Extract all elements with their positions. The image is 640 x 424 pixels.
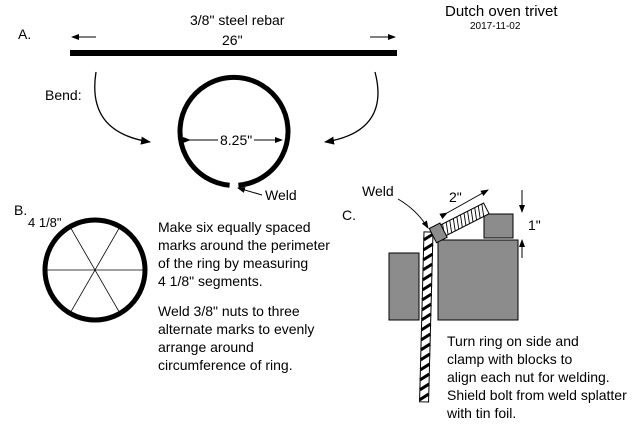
instruction-marks: Make six equally spaced marks around the… [158, 218, 330, 290]
rebar-ring [177, 74, 291, 188]
instruction-nuts: Weld 3/8" nuts to three alternate marks … [158, 302, 314, 374]
weld-pointer-c [397, 198, 429, 229]
instruction-clamp: Turn ring on side and clamp with blocks … [447, 332, 627, 422]
material-label: 3/8" steel rebar [190, 12, 285, 28]
instruction-line: alternate marks to evenly [158, 321, 315, 337]
bend-arrow-right [324, 71, 379, 145]
segment-length-label: 4 1/8" [28, 215, 62, 230]
bolt-length-arrow [439, 189, 489, 220]
page-date: 2017-11-02 [470, 21, 521, 32]
instruction-line: marks around the perimeter [158, 237, 330, 253]
instruction-line: Shield bolt from weld splatter [447, 387, 627, 403]
ring-spokes [45, 226, 145, 314]
weld-pointer-a [237, 187, 263, 196]
instruction-line: Make six equally spaced [158, 219, 311, 235]
ring-diameter-label: 8.25" [218, 132, 255, 148]
page-title: Dutch oven trivet [445, 3, 558, 20]
instruction-line: with tin foil. [447, 405, 517, 421]
bend-arrow-left [94, 71, 151, 145]
instruction-line: clamp with blocks to [447, 351, 573, 367]
bolt-and-nut [428, 202, 490, 244]
instruction-line: 4 1/8" segments. [158, 273, 263, 289]
instruction-line: of the ring by measuring [158, 255, 309, 271]
section-a-label: A. [18, 26, 32, 42]
weld-label-a: Weld [265, 187, 297, 203]
clamp-block-right [437, 239, 519, 321]
spacer-block [483, 213, 514, 239]
rebar-bar [70, 50, 397, 56]
instruction-line: Weld 3/8" nuts to three [158, 303, 300, 319]
bend-label: Bend: [45, 87, 82, 103]
section-c-label: C. [342, 207, 356, 223]
instruction-line: align each nut for welding. [447, 369, 610, 385]
block-height-label: 1" [528, 217, 541, 233]
section-b-label: B. [14, 202, 28, 218]
instruction-line: Turn ring on side and [447, 333, 579, 349]
clamp-block-left [388, 252, 420, 321]
instruction-line: arrange around [158, 339, 254, 355]
rebar-length-label: 26" [222, 32, 243, 48]
instruction-line: circumference of ring. [158, 357, 293, 373]
weld-label-c: Weld [362, 183, 394, 199]
bolt-length-label: 2" [449, 189, 462, 205]
rebar-ring-edge [418, 231, 434, 403]
